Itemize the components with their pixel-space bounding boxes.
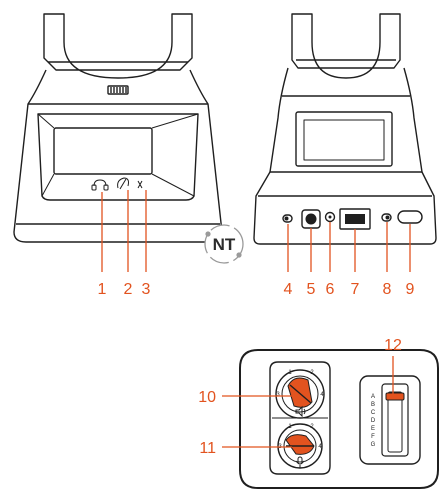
callout-11: 11 [199, 440, 216, 457]
svg-text:2: 2 [310, 424, 314, 430]
callout-leaders [101, 190, 411, 272]
svg-text:4: 4 [320, 392, 324, 398]
logo-text: NT [213, 235, 236, 254]
callout-leaders-bottom [222, 356, 394, 448]
callout-1: 1 [98, 281, 107, 298]
callout-2: 2 [124, 281, 133, 298]
callout-8: 8 [383, 281, 392, 298]
microphone-icon [295, 456, 305, 468]
svg-text:3: 3 [276, 392, 280, 398]
speak-volume-dial[interactable]: 1 2 3 4 [277, 423, 323, 469]
base-front-view [13, 13, 223, 243]
svg-text:2: 2 [310, 370, 314, 376]
callout-5: 5 [307, 281, 316, 298]
svg-text:A: A [371, 394, 375, 400]
svg-text:C: C [371, 410, 376, 416]
svg-text:D: D [371, 418, 376, 424]
base-back-view [253, 13, 437, 245]
svg-text:E: E [371, 426, 375, 432]
callout-12: 12 [384, 337, 402, 354]
svg-text:F: F [371, 434, 375, 440]
svg-text:B: B [371, 402, 375, 408]
svg-text:1: 1 [288, 424, 292, 430]
mute-icon [137, 180, 143, 189]
speaker-icon [295, 405, 306, 418]
svg-text:1: 1 [288, 370, 292, 376]
listen-volume-dial[interactable]: 1 2 3 4 [275, 369, 325, 419]
svg-text:4: 4 [318, 444, 322, 450]
power-icon [117, 177, 129, 190]
svg-text:G: G [371, 442, 376, 448]
callout-3: 3 [142, 281, 151, 298]
callout-7: 7 [351, 281, 360, 298]
callout-4: 4 [284, 281, 293, 298]
nt-logo: NT [204, 224, 244, 264]
callout-10: 10 [198, 389, 216, 406]
callout-9: 9 [406, 281, 415, 298]
configuration-switch[interactable]: A B C D E F G [359, 375, 421, 465]
headset-icon [91, 179, 109, 191]
callout-6: 6 [326, 281, 335, 298]
